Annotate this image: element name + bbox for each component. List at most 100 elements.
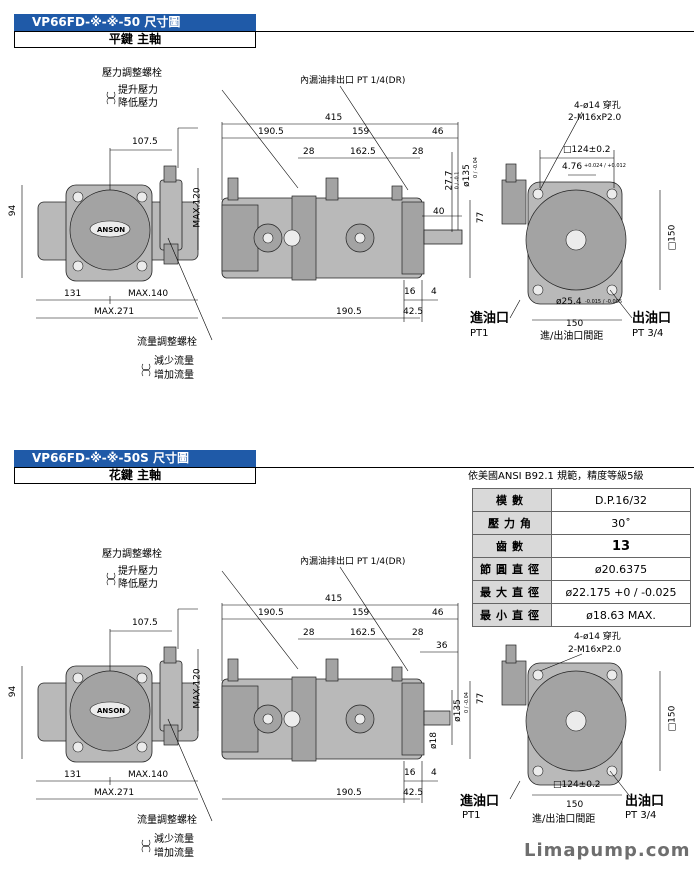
inlet-label: 進油口 — [470, 311, 510, 326]
dim-77-2: 77 — [476, 692, 487, 705]
tapped-holes-label: 2-M16xP2.0 — [568, 113, 622, 123]
port-spacing-label-2: 進/出油口間距 — [532, 814, 596, 825]
outlet-size-2: PT 3/4 — [625, 810, 657, 821]
dim-46: 46 — [432, 127, 444, 137]
dim-4-76: 4.76 — [562, 162, 583, 172]
spec-key: 節圓直徑 — [472, 557, 552, 581]
spec-value: ø22.175 +0 / -0.025 — [551, 580, 691, 604]
section1-rule — [14, 31, 694, 32]
section1-title-text: VP66FD-※-※-50 尺寸圖 — [32, 15, 181, 29]
end-view-2 — [501, 644, 661, 800]
dim-94-2: 94 — [8, 685, 19, 698]
dim-190-5-2: 190.5 — [258, 608, 284, 618]
dim-190-5b: 190.5 — [336, 307, 362, 317]
dim-16: 16 — [404, 287, 416, 297]
dim-max140: MAX.140 — [128, 289, 169, 299]
spec-key: 壓力角 — [472, 511, 552, 535]
dim-150v-2: □150 — [667, 705, 678, 732]
drain-port-label: 內漏油排出口 PT 1/4(DR) — [300, 76, 406, 86]
dim-150v: □150 — [667, 224, 678, 251]
dim-max271-2: MAX.271 — [94, 788, 135, 798]
pressure-screw-label: 壓力調整螺栓 — [102, 68, 162, 79]
mount-holes-label-2: 4-ø14 穿孔 — [574, 632, 621, 642]
dim-159: 159 — [352, 127, 370, 137]
spec-value: 30˚ — [551, 511, 691, 535]
pressure-down-label: 降低壓力 — [118, 98, 158, 109]
dim-4: 4 — [431, 287, 437, 297]
dim-16-2: 16 — [404, 768, 416, 778]
section1-subtitle: 平鍵 主軸 — [14, 31, 256, 48]
pressure-screw-label-2: 壓力調整螺栓 — [102, 549, 162, 560]
inlet-size-2: PT1 — [462, 810, 481, 821]
dim-42-5: 42.5 — [403, 307, 424, 317]
spec-key: 最大直徑 — [472, 580, 552, 604]
flow-down-label: 減少流量 — [154, 356, 194, 367]
inlet-size: PT1 — [470, 328, 489, 339]
tapped-holes-label-2: 2-M16xP2.0 — [568, 645, 622, 655]
dim-162-5-2: 162.5 — [350, 628, 376, 638]
dim-150-2: 150 — [566, 800, 584, 810]
dim-4-76-tol: +0.024 / +0.012 — [584, 163, 626, 169]
flow-screw-label-2: 流量調整螺栓 — [137, 815, 197, 826]
pressure-up-label-2: 提升壓力 — [118, 566, 158, 577]
spec-value: ø18.63 MAX. — [551, 603, 691, 627]
dim-max120: MAX.120 — [192, 187, 203, 228]
dim-28b: 28 — [412, 147, 424, 157]
dim-4-2: 4 — [431, 768, 437, 778]
dim-150: 150 — [566, 319, 584, 329]
outlet-label-2: 出油口 — [625, 794, 665, 809]
dim-max120-2: MAX.120 — [192, 668, 203, 709]
dim-162-5: 162.5 — [350, 147, 376, 157]
dim-36-2: 36 — [436, 641, 448, 651]
spec-key: 模數 — [472, 488, 552, 512]
inlet-label-2: 進油口 — [460, 794, 500, 809]
front-view-2 — [21, 572, 213, 853]
dim-max140-2: MAX.140 — [128, 770, 169, 780]
spec-key: 最小直徑 — [472, 603, 552, 627]
dim-131-2: 131 — [64, 770, 82, 780]
dim-28a: 28 — [303, 147, 315, 157]
pressure-down-label-2: 降低壓力 — [118, 579, 158, 590]
port-spacing-label: 進/出油口間距 — [540, 331, 604, 342]
dim-28b-2: 28 — [412, 628, 424, 638]
outlet-size: PT 3/4 — [632, 328, 664, 339]
spec-value: 13 — [551, 534, 691, 558]
section2-title-text: VP66FD-※-※-50S 尺寸圖 — [32, 451, 189, 465]
side-view-1 — [221, 85, 471, 322]
dim-42-5-2: 42.5 — [403, 788, 424, 798]
flow-down-label-2: 減少流量 — [154, 834, 194, 845]
mount-holes-label: 4-ø14 穿孔 — [574, 101, 621, 111]
flow-screw-label: 流量調整螺栓 — [137, 337, 197, 348]
dim-415-2: 415 — [325, 594, 343, 604]
outlet-label: 出油口 — [632, 311, 672, 326]
pressure-up-label: 提升壓力 — [118, 85, 158, 96]
section1-title: VP66FD-※-※-50 尺寸圖 — [14, 14, 256, 31]
brand-plate-2: ANSON — [97, 707, 126, 715]
spec-value: D.P.16/32 — [551, 488, 691, 512]
dim-131: 131 — [64, 289, 82, 299]
dim-28a-2: 28 — [303, 628, 315, 638]
drain-port-label-2: 內漏油排出口 PT 1/4(DR) — [300, 557, 406, 567]
dim-107-5: 107.5 — [132, 137, 158, 147]
dim-max271: MAX.271 — [94, 307, 135, 317]
dim-124-2: □124±0.2 — [553, 780, 601, 790]
dim-46-2: 46 — [432, 608, 444, 618]
flow-up-label: 增加流量 — [154, 370, 194, 381]
dim-40: 40 — [433, 207, 445, 217]
end-view-1 — [501, 111, 661, 321]
section2-subtitle: 花鍵 主軸 — [14, 467, 256, 484]
dim-135-tol-2: 0 / -0.04 — [463, 692, 470, 713]
dim-415: 415 — [325, 113, 343, 123]
dim-25-4: ø25.4 — [556, 297, 582, 307]
watermark: Limapump.com — [524, 840, 691, 861]
front-view-1 — [21, 91, 213, 377]
dim-94: 94 — [8, 204, 19, 217]
dim-18-2: ø18 — [428, 732, 439, 749]
